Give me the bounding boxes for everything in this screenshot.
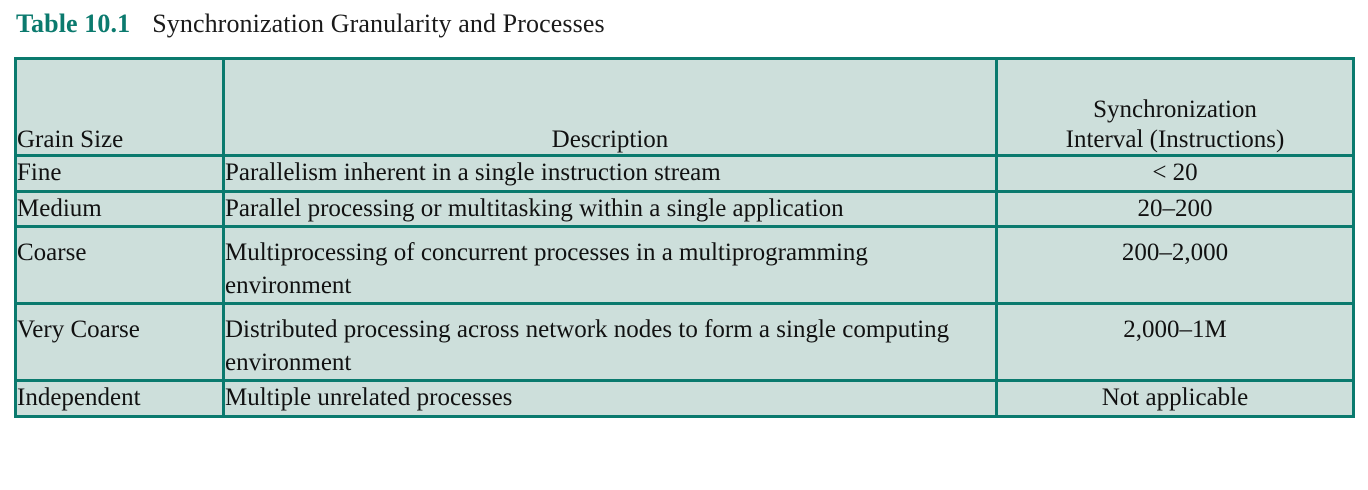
- cell-grain-size: Independent: [14, 379, 225, 418]
- column-header-sync-interval: Synchronization Interval (Instructions): [995, 57, 1355, 157]
- table-row: Independent Multiple unrelated processes…: [14, 379, 1355, 418]
- cell-description: Parallel processing or multitasking with…: [222, 189, 998, 228]
- cell-sync-interval: < 20: [995, 154, 1355, 193]
- granularity-table: Grain Size Description Synchronization I…: [14, 57, 1355, 418]
- table-caption: Table 10.1 Synchronization Granularity a…: [16, 6, 1356, 42]
- table-caption-title: Synchronization Granularity and Processe…: [152, 9, 605, 38]
- table-header: Grain Size Description Synchronization I…: [14, 57, 1355, 157]
- table-row: Medium Parallel processing or multitaski…: [14, 189, 1355, 228]
- column-header-sync-interval-line1: Synchronization: [1093, 96, 1257, 123]
- cell-sync-interval: 2,000–1M: [995, 302, 1355, 382]
- cell-sync-interval: 200–2,000: [995, 225, 1355, 305]
- cell-description: Distributed processing across network no…: [222, 302, 998, 382]
- table-container: Grain Size Description Synchronization I…: [14, 57, 1355, 418]
- table-header-row: Grain Size Description Synchronization I…: [14, 57, 1355, 157]
- column-header-sync-interval-line2: Interval (Instructions): [1065, 125, 1285, 153]
- cell-sync-interval: 20–200: [995, 189, 1355, 228]
- column-header-grain-size: Grain Size: [14, 57, 225, 157]
- table-caption-label: Table 10.1: [16, 9, 131, 38]
- column-header-description: Description: [222, 57, 998, 157]
- cell-grain-size: Medium: [14, 189, 225, 228]
- cell-description: Multiple unrelated processes: [222, 379, 998, 418]
- cell-description: Multiprocessing of concurrent processes …: [222, 225, 998, 305]
- cell-sync-interval: Not applicable: [995, 379, 1355, 418]
- table-row: Fine Parallelism inherent in a single in…: [14, 154, 1355, 193]
- cell-grain-size: Coarse: [14, 225, 225, 305]
- table-row: Very Coarse Distributed processing acros…: [14, 302, 1355, 382]
- cell-grain-size: Very Coarse: [14, 302, 225, 382]
- cell-description: Parallelism inherent in a single instruc…: [222, 154, 998, 193]
- cell-grain-size: Fine: [14, 154, 225, 193]
- table-row: Coarse Multiprocessing of concurrent pro…: [14, 225, 1355, 305]
- table-body: Fine Parallelism inherent in a single in…: [14, 154, 1355, 418]
